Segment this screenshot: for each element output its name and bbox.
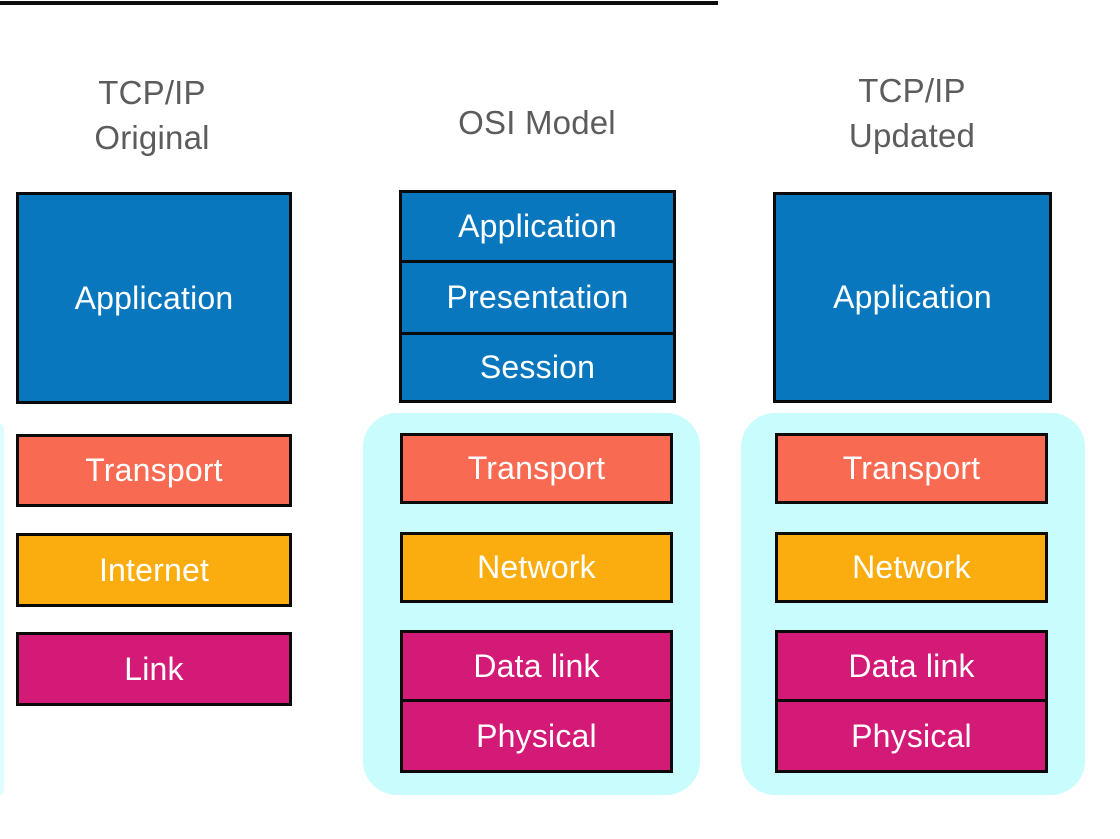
column-title-line2: Original [94, 119, 210, 156]
layer-box-osi-transport: Transport [400, 433, 673, 504]
layer-box-updated-transport: Transport [775, 433, 1048, 504]
column-title-line1: TCP/IP [858, 72, 966, 109]
layer-label: Link [124, 650, 184, 687]
layer-box-updated-application: Application [773, 192, 1052, 403]
column-title-tcpip-updated: TCP/IP Updated [792, 68, 1032, 158]
layer-label: Application [833, 279, 992, 315]
layer-box-osi-physical: Physical [400, 699, 673, 773]
layer-label: Transport [85, 452, 223, 488]
layer-box-osi-presentation: Presentation [399, 260, 676, 335]
layer-label: Data link [848, 647, 975, 684]
layer-label: Application [74, 279, 234, 316]
layer-box-updated-physical: Physical [775, 699, 1048, 773]
layer-box-updated-network: Network [775, 532, 1048, 603]
layer-box-original-internet: Internet [16, 533, 292, 607]
layer-box-updated-datalink: Data link [775, 630, 1048, 702]
layer-label: Network [852, 549, 971, 585]
layer-label: Transport [842, 450, 981, 486]
layer-label: Data link [473, 647, 600, 684]
layer-label: Physical [476, 717, 597, 754]
layer-box-osi-application: Application [399, 190, 676, 263]
layer-label: Internet [98, 551, 210, 588]
column-title-tcpip-original: TCP/IP Original [32, 70, 272, 160]
layer-box-original-link: Link [16, 632, 292, 706]
column-title-osi-model: OSI Model [417, 100, 657, 145]
layer-label: Presentation [446, 279, 629, 315]
layer-label: Application [458, 208, 617, 244]
layer-box-original-application: Application [16, 192, 292, 404]
top-rule-line [0, 1, 718, 5]
layer-box-osi-network: Network [400, 532, 673, 603]
layer-label: Transport [467, 450, 606, 486]
column-title-line1: OSI Model [458, 104, 616, 141]
layer-box-osi-datalink: Data link [400, 630, 673, 702]
left-edge-highlight-sliver [0, 424, 4, 795]
column-title-line2: Updated [848, 117, 976, 154]
layer-box-original-transport: Transport [16, 434, 292, 507]
layer-label: Physical [851, 717, 972, 754]
column-title-line1: TCP/IP [98, 74, 206, 111]
layer-label: Session [479, 349, 596, 385]
layer-box-osi-session: Session [399, 332, 676, 403]
layer-label: Network [477, 549, 596, 585]
